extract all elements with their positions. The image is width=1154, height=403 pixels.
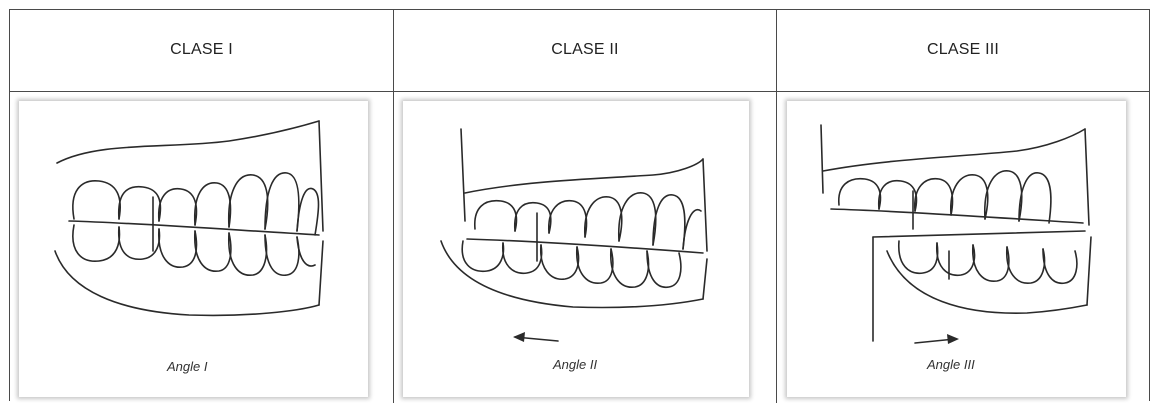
illustration-card-clase-2: Angle II — [403, 101, 749, 397]
header-divider — [9, 91, 1150, 92]
caption-angle-2: Angle II — [552, 357, 597, 372]
teeth-illustration-clase-3: Angle III — [787, 101, 1126, 397]
header-clase-1: CLASE I — [10, 9, 393, 91]
teeth-illustration-clase-2: Angle II — [403, 101, 749, 397]
teeth-illustration-clase-1: Angle I — [19, 101, 368, 397]
header-clase-3: CLASE III — [777, 9, 1149, 91]
illustration-card-clase-1: Angle I — [19, 101, 368, 397]
arrow-right-icon — [915, 334, 959, 344]
caption-angle-3: Angle III — [926, 357, 975, 372]
caption-angle-1: Angle I — [166, 359, 208, 374]
illustration-card-clase-3: Angle III — [787, 101, 1126, 397]
arrow-left-icon — [513, 332, 558, 342]
header-clase-2: CLASE II — [394, 9, 776, 91]
